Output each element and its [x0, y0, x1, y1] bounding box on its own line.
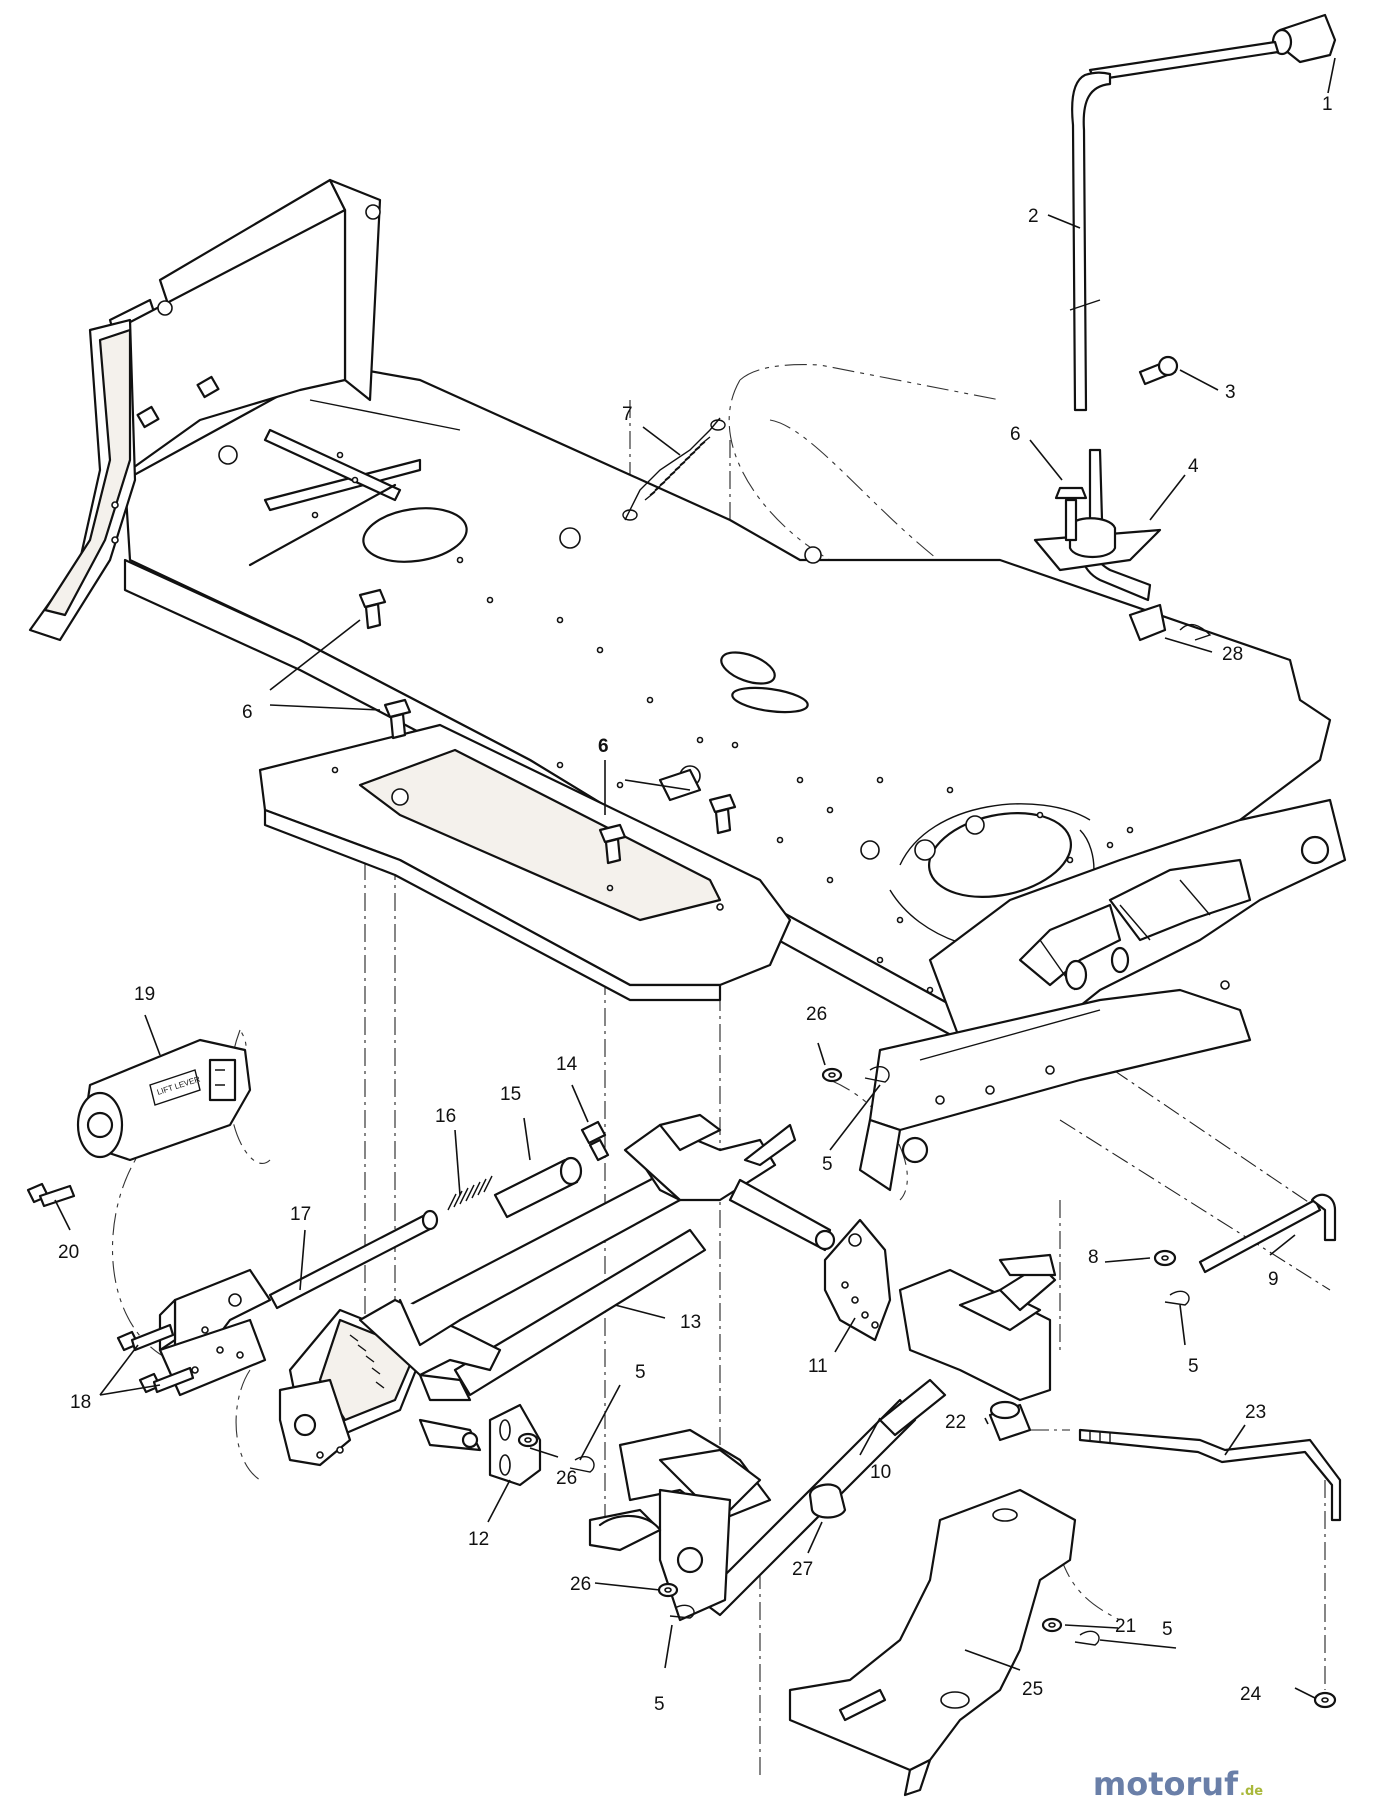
lift-shaft [268, 1213, 434, 1310]
callout-5: 5 [822, 1154, 833, 1175]
frame-holes [311, 451, 1134, 994]
callout-26: 26 [806, 1004, 827, 1025]
hardware-small [517, 1065, 1342, 1709]
callout-24: 24 [1240, 1684, 1262, 1705]
callout-13: 13 [680, 1312, 701, 1333]
callout-9: 9 [1268, 1269, 1279, 1290]
callout-18: 18 [70, 1392, 91, 1413]
lift-arm-assembly [116, 1113, 892, 1487]
callout-7: 7 [622, 404, 633, 425]
callout-16: 16 [435, 1106, 456, 1127]
watermark-suffix: .de [1240, 1784, 1263, 1799]
callout-10: 10 [870, 1462, 891, 1483]
callout-5: 5 [1162, 1619, 1173, 1640]
lever-rod-top [1088, 40, 1280, 82]
callout-22: 22 [945, 1412, 966, 1433]
callout-26: 26 [556, 1468, 577, 1489]
deck-cover-plate [258, 723, 792, 1002]
callout-27: 27 [792, 1559, 813, 1580]
callout-3: 3 [1225, 382, 1236, 403]
bolts-top [358, 355, 1179, 865]
callout-12: 12 [468, 1529, 489, 1550]
lever-rod [1071, 71, 1112, 412]
callout-2: 2 [1028, 206, 1039, 227]
watermark-text: motoruf [1093, 1765, 1239, 1800]
callout-8: 8 [1088, 1247, 1099, 1268]
deck-bolt [383, 698, 412, 740]
deck-bolt [708, 793, 737, 835]
callout-23: 23 [1245, 1402, 1266, 1423]
callout-5: 5 [635, 1362, 646, 1383]
callout-6: 6 [598, 736, 609, 757]
deck-bolt [598, 823, 627, 865]
shift-lever-assembly [1033, 13, 1337, 642]
lift-lever-grip: LIFT LEVER [26, 1038, 252, 1208]
callout-17: 17 [290, 1204, 311, 1225]
callout-4: 4 [1188, 456, 1199, 477]
callout-14: 14 [556, 1054, 578, 1075]
callouts: 1 2 3 6 4 7 28 6 6 19 26 14 15 16 5 17 2… [54, 57, 1336, 1715]
callout-5: 5 [654, 1694, 665, 1715]
main-frame [28, 178, 1347, 1192]
watermark-logo: motoruf .de [1093, 1765, 1263, 1800]
callout-20: 20 [58, 1242, 79, 1263]
callout-1: 1 [1322, 94, 1333, 115]
deck-bolt [358, 588, 387, 630]
rear-lift-arm [588, 1253, 1057, 1622]
callout-28: 28 [1222, 644, 1243, 665]
callout-6: 6 [242, 702, 253, 723]
callout-21: 21 [1115, 1616, 1136, 1637]
callout-15: 15 [500, 1084, 521, 1105]
callout-5: 5 [1188, 1356, 1199, 1377]
bracket-25 [788, 1488, 1077, 1797]
callout-26: 26 [570, 1574, 591, 1595]
callout-11: 11 [808, 1356, 828, 1377]
lift-shaft-parts [268, 1120, 610, 1310]
callout-19: 19 [134, 984, 155, 1005]
callout-6: 6 [1010, 424, 1021, 445]
leader-lines [54, 57, 1336, 1699]
callout-25: 25 [1022, 1679, 1043, 1700]
